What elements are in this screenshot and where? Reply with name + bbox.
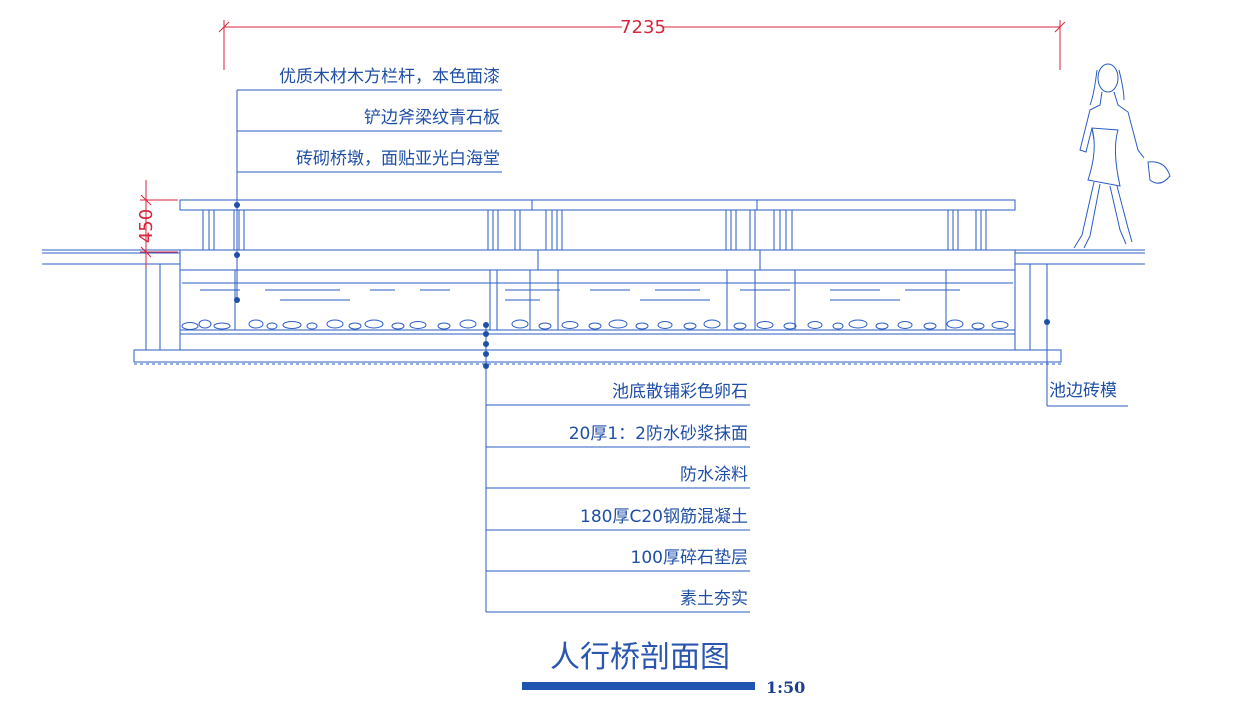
pedestrian-figure [1073, 63, 1171, 249]
leader-dots [234, 202, 1050, 369]
label-concrete: 180厚C20钢筋混凝土 [580, 507, 748, 527]
ground-right [1015, 249, 1145, 265]
title-underline [522, 682, 755, 690]
drawing-title: 人行桥剖面图 [550, 640, 730, 675]
handrail [179, 199, 1016, 211]
label-railing: 优质木材木方栏杆，本色面漆 [279, 67, 500, 87]
bridge-deck [179, 249, 1016, 271]
label-waterproof: 防水涂料 [680, 465, 748, 485]
top-leaders [236, 89, 502, 300]
height-dimension-label: 450 [136, 209, 157, 243]
drawing-scale: 1:50 [766, 678, 805, 697]
width-dimension [218, 20, 1066, 70]
label-stone-slab: 铲边斧梁纹青石板 [364, 108, 500, 128]
width-dimension-label: 7235 [620, 17, 666, 38]
label-pebbles: 池底散铺彩色卵石 [612, 382, 748, 402]
pool-bottom [133, 329, 1062, 363]
pool-walls [145, 263, 1048, 351]
pebbles [181, 319, 1009, 330]
water-surface [182, 282, 1013, 301]
label-gravel: 100厚碎石垫层 [631, 548, 748, 568]
height-dimension [140, 180, 178, 268]
label-mortar: 20厚1：2防水砂浆抹面 [569, 424, 748, 444]
label-pier: 砖砌桥墩，面贴亚光白海堂 [296, 149, 500, 169]
label-soil: 素土夯实 [680, 589, 748, 609]
side-leader [1046, 322, 1128, 407]
bottom-leaders [485, 325, 750, 613]
label-pool-edge: 池边砖模 [1049, 381, 1117, 401]
railing-posts [202, 210, 987, 250]
